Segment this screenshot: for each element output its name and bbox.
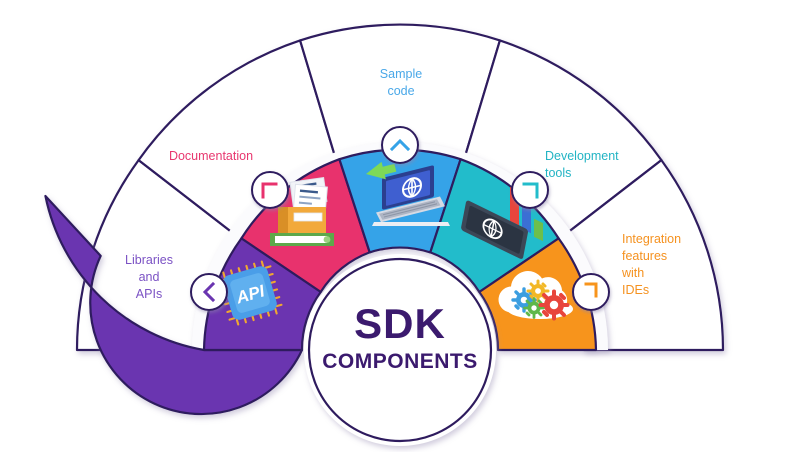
label-sample-code: Sample code	[360, 66, 442, 100]
label-line: Sample	[379, 67, 423, 81]
center-title-secondary: COMPONENTS	[322, 350, 478, 373]
chevron-left-icon	[202, 281, 216, 303]
chevron-up-left-marker[interactable]	[251, 171, 289, 209]
chevron-up-icon	[389, 138, 411, 152]
label-line: code	[387, 84, 415, 98]
chevron-right-icon	[584, 282, 598, 298]
label-documentation: Documentation	[150, 148, 272, 165]
label-line: Libraries	[125, 253, 173, 267]
chevron-up-marker[interactable]	[381, 126, 419, 164]
center-hub-group	[304, 254, 496, 446]
center-title-block: SDK COMPONENTS	[300, 300, 500, 374]
chevron-up-right-marker[interactable]	[511, 171, 549, 209]
label-line: APIs	[135, 287, 163, 301]
center-hub-circle[interactable]	[307, 257, 493, 443]
label-line: with	[622, 266, 645, 280]
label-line: features	[622, 249, 668, 263]
label-line: Documentation	[168, 149, 254, 163]
center-title-primary: SDK	[354, 300, 446, 347]
label-line: tools	[545, 166, 572, 180]
marker-badges-group	[190, 126, 610, 311]
api-chip-icon: API	[217, 260, 283, 326]
label-line: Development	[545, 149, 619, 163]
chevron-right-marker[interactable]	[572, 273, 610, 311]
chevron-up-right-icon	[522, 182, 539, 199]
inner-segment-libraries-and-apis[interactable]	[44, 194, 304, 416]
label-line: Integration	[622, 232, 682, 246]
cloud-gears-icon	[498, 271, 573, 321]
chevron-left-marker[interactable]	[190, 273, 228, 311]
label-line: and	[138, 270, 160, 284]
label-libraries-and-apis: Libraries and APIs	[110, 252, 188, 303]
chevron-up-left-icon	[261, 182, 278, 199]
label-integration-features-with-ides: Integration features with IDEs	[622, 231, 718, 299]
laptop-code-icon	[366, 161, 450, 226]
label-line: IDEs	[622, 283, 650, 297]
label-development-tools: Development tools	[545, 148, 645, 182]
documents-books-icon	[270, 176, 334, 246]
